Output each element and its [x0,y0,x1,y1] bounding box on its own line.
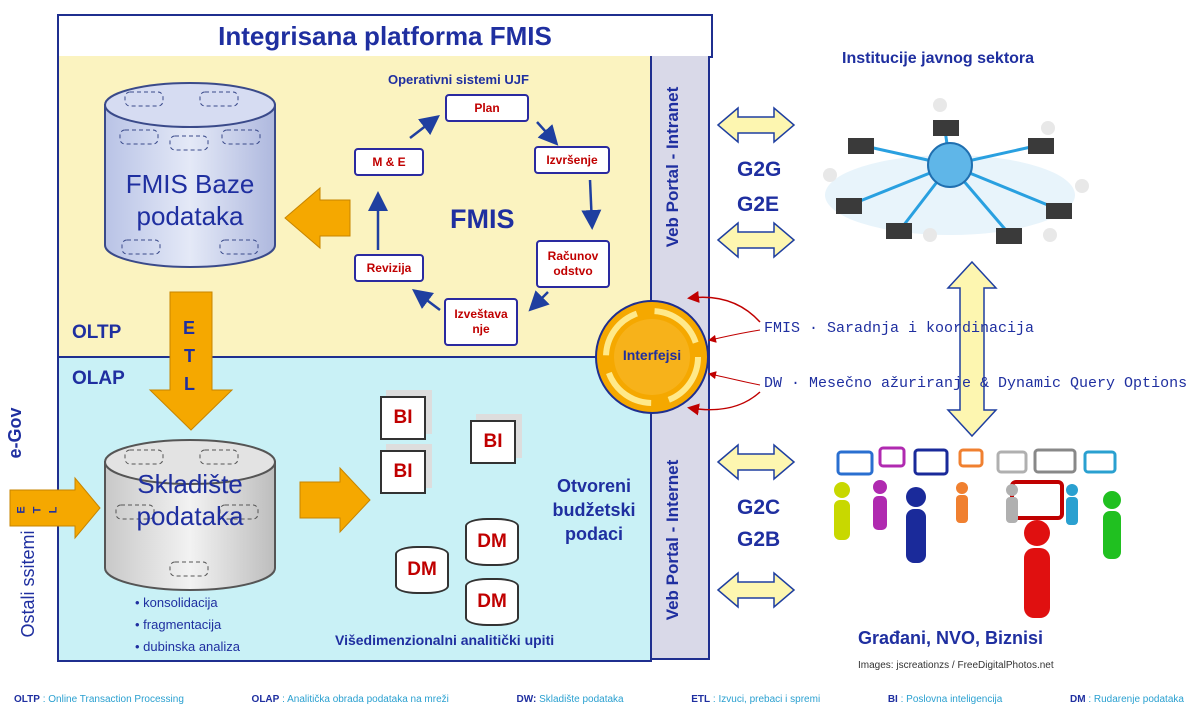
fmis-center-label: FMIS [450,204,515,234]
people-illustration [834,446,1121,618]
arrow-to-bi [299,466,371,534]
etl-letter-t: T [184,346,195,366]
multidim-label: Višedimenzionalni analitički upiti [335,632,555,648]
red-link-bottom [687,391,761,416]
cycle-arrow-plan-izvrsenje [536,121,559,146]
fmis-database-cylinder [104,82,276,268]
image-credit: Images: jscreationzs / FreeDigitalPhotos… [858,660,1054,671]
cycle-node-racunovodstvo: Računov odstvo [536,240,610,288]
bi-cube-3: BI [380,450,426,494]
dw-link-label: DW · Mesečno ažuriranje & Dynamic Query … [764,375,1188,392]
bi-cube-2: BI [470,420,516,464]
cycle-arrow-izvrsenje-racunovodstvo [581,179,602,230]
warehouse-cylinder [104,439,276,591]
legend-dm: DM : Rudarenje podataka [1069,694,1184,705]
bullet-item: • konsolidacija [135,595,218,610]
g2g-label: G2G [737,158,782,181]
cycle-arrow-izvestavanje-revizija [412,289,441,311]
cycle-node-plan: Plan [445,94,529,122]
cycle-node-izvrsenje: Izvršenje [534,146,610,174]
fmis-db-label: FMIS Baze podataka [125,169,255,231]
legend-dw: DW: Skladište podataka [516,694,624,705]
etl-letter-e: E [183,318,196,338]
egov-label: e-Gov [5,407,25,459]
fmis-link-label: FMIS · Saradnja i koordinacija [764,320,1035,337]
open-data-label: Otvoreni budžetski podaci [552,476,636,544]
double-arrow-g2c-bottom [716,571,796,609]
etl-down-arrow [148,291,234,431]
double-arrow-g2c-top [716,443,796,481]
g2c-label: G2C [737,496,781,519]
interfaces-label: Interfejsi [622,347,682,363]
other-systems-label: Ostali ssitemi [18,530,38,638]
bullet-item: • dubinska analiza [135,639,241,654]
double-arrow-vertical [946,260,998,438]
cycle-node-revizija: Revizija [354,254,424,282]
side-etl-l: L [47,506,60,514]
bi-cube-1: BI [380,396,426,440]
dm-cylinder-3: DM [465,578,519,626]
citizens-title: Građani, NVO, Biznisi [858,628,1044,648]
g2b-label: G2B [737,528,781,551]
oltp-label: OLTP [72,322,122,343]
etl-letter-l: L [184,374,195,394]
cycle-arrow-racunovodstvo-izvestavanje [528,290,550,312]
legend-oltp: OLTP : Online Transaction Processing [14,694,184,705]
g2e-label: G2E [737,193,780,216]
side-etl-t: T [31,506,44,514]
olap-label: OLAP [72,368,125,389]
side-etl-arrow [9,476,101,540]
red-link-mid-top [708,329,761,343]
dm-cylinder-1: DM [465,518,519,566]
platform-title: Integrisana platforma FMIS [57,14,713,58]
interfaces-ring [595,300,709,414]
legend-etl: ETL : Izvuci, prebaci i spremi [691,694,821,705]
warehouse-label: Skladište podataka [136,469,244,531]
network-illustration [823,98,1089,244]
side-etl-e: E [15,506,28,514]
ops-title: Operativni sistemi UJF [388,72,529,87]
bullet-item: • fragmentacija [135,617,222,632]
cycle-node-me: M & E [354,148,424,176]
dm-cylinder-2: DM [395,546,449,594]
public-sector-title: Institucije javnog sektora [842,50,1035,67]
double-arrow-g2g-top [716,106,796,144]
arrow-to-fmis-db [284,186,351,250]
red-link-top [687,290,761,323]
red-link-mid-bottom [708,371,761,386]
legend-bi: BI : Poslovna inteligencija [887,694,1003,705]
cycle-node-izvestavanje: Izveštava nje [444,298,518,346]
cycle-arrow-me-plan [409,114,440,139]
double-arrow-g2g-bottom [716,221,796,259]
warehouse-bullets: • konsolidacija • fragmentacija • dubins… [135,592,240,658]
legend: OLTP : Online Transaction Processing OLA… [14,694,1184,705]
legend-olap: OLAP : Analitička obrada podataka na mre… [251,694,449,705]
